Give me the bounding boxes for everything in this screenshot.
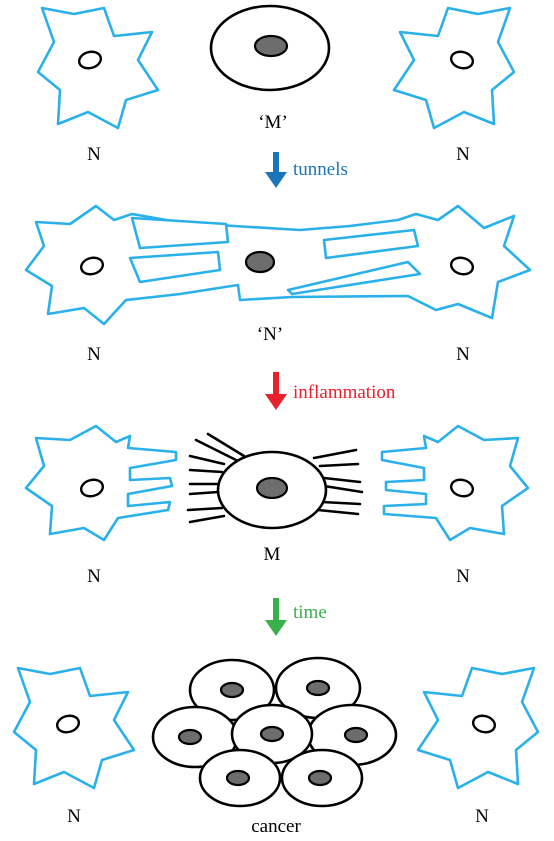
step-label-time: time bbox=[293, 602, 327, 623]
label-normalized-quoted: ‘N’ bbox=[257, 324, 283, 345]
mutant-cell bbox=[209, 4, 331, 92]
normal-cell-right bbox=[392, 6, 516, 130]
step-inflammation: inflammation bbox=[265, 372, 396, 410]
stage-2: ‘N’ N N bbox=[24, 204, 532, 365]
cancer-cell bbox=[188, 658, 276, 722]
cancer-cell bbox=[280, 748, 364, 808]
normal-cell-right-retracted bbox=[380, 424, 530, 542]
normal-cell-right-4 bbox=[416, 666, 540, 790]
normal-cell-left bbox=[36, 6, 160, 130]
tunnel-left-upper bbox=[130, 216, 230, 250]
label-normal-left-2: N bbox=[87, 344, 101, 365]
label-mutant-quoted: ‘M’ bbox=[258, 112, 288, 133]
mutant-nucleus bbox=[244, 250, 276, 274]
stage-3: M N N bbox=[24, 424, 530, 587]
down-arrow-icon bbox=[265, 372, 287, 410]
normal-cell-left-4 bbox=[12, 666, 136, 790]
normal-cell-left-retracted bbox=[24, 424, 178, 542]
inflamed-mutant-cell bbox=[186, 432, 364, 530]
stage-4: cancer N N bbox=[12, 656, 540, 837]
step-label-tunnels: tunnels bbox=[293, 159, 348, 180]
label-normal-right-3: N bbox=[456, 566, 470, 587]
step-tunnels: tunnels bbox=[265, 152, 348, 188]
down-arrow-icon bbox=[265, 152, 287, 188]
tunnel-right-upper bbox=[322, 228, 420, 260]
label-normal-right-1: N bbox=[456, 144, 470, 165]
cancer-cell bbox=[198, 748, 282, 808]
tunnel-left-lower bbox=[128, 250, 222, 284]
label-normal-left-4: N bbox=[67, 806, 81, 827]
step-time: time bbox=[265, 598, 327, 636]
cancer-cluster bbox=[151, 656, 398, 808]
tunnel-right-lower bbox=[286, 260, 422, 296]
label-mutant: M bbox=[264, 544, 281, 565]
label-cancer: cancer bbox=[251, 816, 301, 837]
label-normal-right-2: N bbox=[456, 344, 470, 365]
label-normal-left-1: N bbox=[87, 144, 101, 165]
label-normal-right-4: N bbox=[475, 806, 489, 827]
down-arrow-icon bbox=[265, 598, 287, 636]
label-normal-left-3: N bbox=[87, 566, 101, 587]
step-label-inflammation: inflammation bbox=[293, 382, 396, 403]
stage-1: ‘M’ N N bbox=[36, 4, 516, 165]
connected-cells bbox=[24, 204, 532, 326]
